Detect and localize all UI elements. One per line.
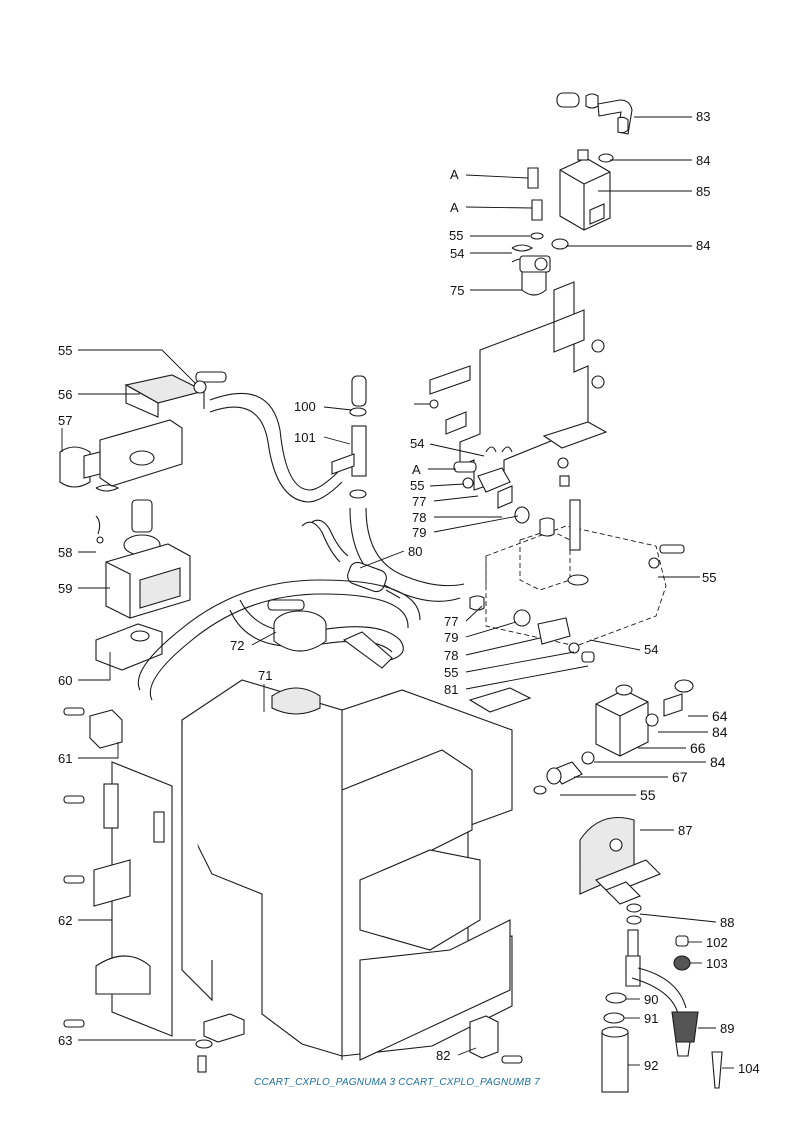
callout-55: 55 xyxy=(444,665,458,680)
part-75-fitting xyxy=(519,255,551,296)
part-85-solenoid-valve xyxy=(559,149,611,231)
part-60-pump-foot xyxy=(95,623,163,671)
callout-100: 100 xyxy=(294,399,316,414)
callout-54: 54 xyxy=(450,246,464,261)
callout-67: 67 xyxy=(672,769,688,785)
callout-82: 82 xyxy=(436,1048,450,1063)
hose-upper-left-inner xyxy=(209,406,343,503)
part-61-clamp xyxy=(63,707,123,749)
callout-87: 87 xyxy=(678,823,692,838)
callout-55: 55 xyxy=(449,228,463,243)
part-104-tip xyxy=(711,1051,723,1089)
callout-85: 85 xyxy=(696,184,710,199)
part-103-knob xyxy=(673,955,691,971)
part-87-bracket xyxy=(579,816,661,905)
part-102-cap xyxy=(675,935,689,947)
callout-55: 55 xyxy=(640,787,656,803)
hose-loop-inner xyxy=(149,593,409,701)
part-63-switch xyxy=(195,1013,245,1073)
callout-labels: 83 84 85 A A 55 54 84 75 55 56 57 100 10… xyxy=(58,109,760,1076)
part-92-tube xyxy=(601,1026,629,1093)
callout-A: A xyxy=(450,200,459,215)
callout-56: 56 xyxy=(58,387,72,402)
part-82-switch xyxy=(469,1015,523,1064)
hose-loop-lower xyxy=(239,599,404,661)
part-62-control-board xyxy=(63,761,173,1037)
part-bracket-plate xyxy=(414,281,608,491)
part-88-washer xyxy=(626,915,642,925)
callout-78: 78 xyxy=(412,510,426,525)
part-59-pump xyxy=(95,499,191,619)
callout-103: 103 xyxy=(706,956,728,971)
callout-55: 55 xyxy=(58,343,72,358)
callout-80: 80 xyxy=(408,544,422,559)
callout-79: 79 xyxy=(412,525,426,540)
callout-75: 75 xyxy=(450,283,464,298)
callout-54: 54 xyxy=(644,642,658,657)
callout-60: 60 xyxy=(58,673,72,688)
callout-81: 81 xyxy=(444,682,458,697)
callout-78: 78 xyxy=(444,648,458,663)
part-56-pump-holder xyxy=(59,371,227,492)
callout-84: 84 xyxy=(696,153,710,168)
part-78-fitting-upper xyxy=(453,446,530,524)
callout-55: 55 xyxy=(702,570,716,585)
part-84-oring xyxy=(598,153,614,163)
callout-57: 57 xyxy=(58,413,72,428)
leader-lines xyxy=(61,116,734,1069)
callout-92: 92 xyxy=(644,1058,658,1073)
callout-A: A xyxy=(412,462,421,477)
callout-54: 54 xyxy=(410,436,424,451)
callout-55: 55 xyxy=(410,478,424,493)
callout-77: 77 xyxy=(444,614,458,629)
callout-79: 79 xyxy=(444,630,458,645)
callout-61: 61 xyxy=(58,751,72,766)
part-boiler-group xyxy=(485,499,685,647)
callout-64: 64 xyxy=(712,708,728,724)
callout-102: 102 xyxy=(706,935,728,950)
callout-A: A xyxy=(450,167,459,182)
part-78-fitting-lower xyxy=(469,595,595,663)
part-90-ring xyxy=(605,992,627,1004)
callout-59: 59 xyxy=(58,581,72,596)
callout-84: 84 xyxy=(696,238,710,253)
callout-84: 84 xyxy=(712,724,728,740)
part-72-flowmeter xyxy=(267,599,327,652)
callout-66: 66 xyxy=(690,740,706,756)
callout-104: 104 xyxy=(738,1061,760,1076)
part-83-elbow-fitting xyxy=(556,92,633,135)
callout-72: 72 xyxy=(230,638,244,653)
part-66-valve xyxy=(533,679,694,795)
part-91-ring xyxy=(603,1012,625,1024)
callout-62: 62 xyxy=(58,913,72,928)
callout-83: 83 xyxy=(696,109,710,124)
callout-88: 88 xyxy=(720,915,734,930)
callout-90: 90 xyxy=(644,992,658,1007)
callout-77: 77 xyxy=(412,494,426,509)
part-88-washer xyxy=(626,903,642,913)
hose-upper-left xyxy=(209,392,341,491)
callout-63: 63 xyxy=(58,1033,72,1048)
callout-91: 91 xyxy=(644,1011,658,1026)
part-A-pins xyxy=(511,167,544,263)
part-89-steam-wand xyxy=(625,929,699,1057)
callout-101: 101 xyxy=(294,430,316,445)
callout-89: 89 xyxy=(720,1021,734,1036)
page-footer: CCART_CXPLO_PAGNUMA 3 CCART_CXPLO_PAGNUM… xyxy=(254,1077,540,1088)
callout-58: 58 xyxy=(58,545,72,560)
hose-loop xyxy=(137,579,421,691)
part-71-chassis xyxy=(181,631,532,1061)
part-84-oring xyxy=(551,238,569,250)
callout-84: 84 xyxy=(710,754,726,770)
callout-71: 71 xyxy=(258,668,272,683)
